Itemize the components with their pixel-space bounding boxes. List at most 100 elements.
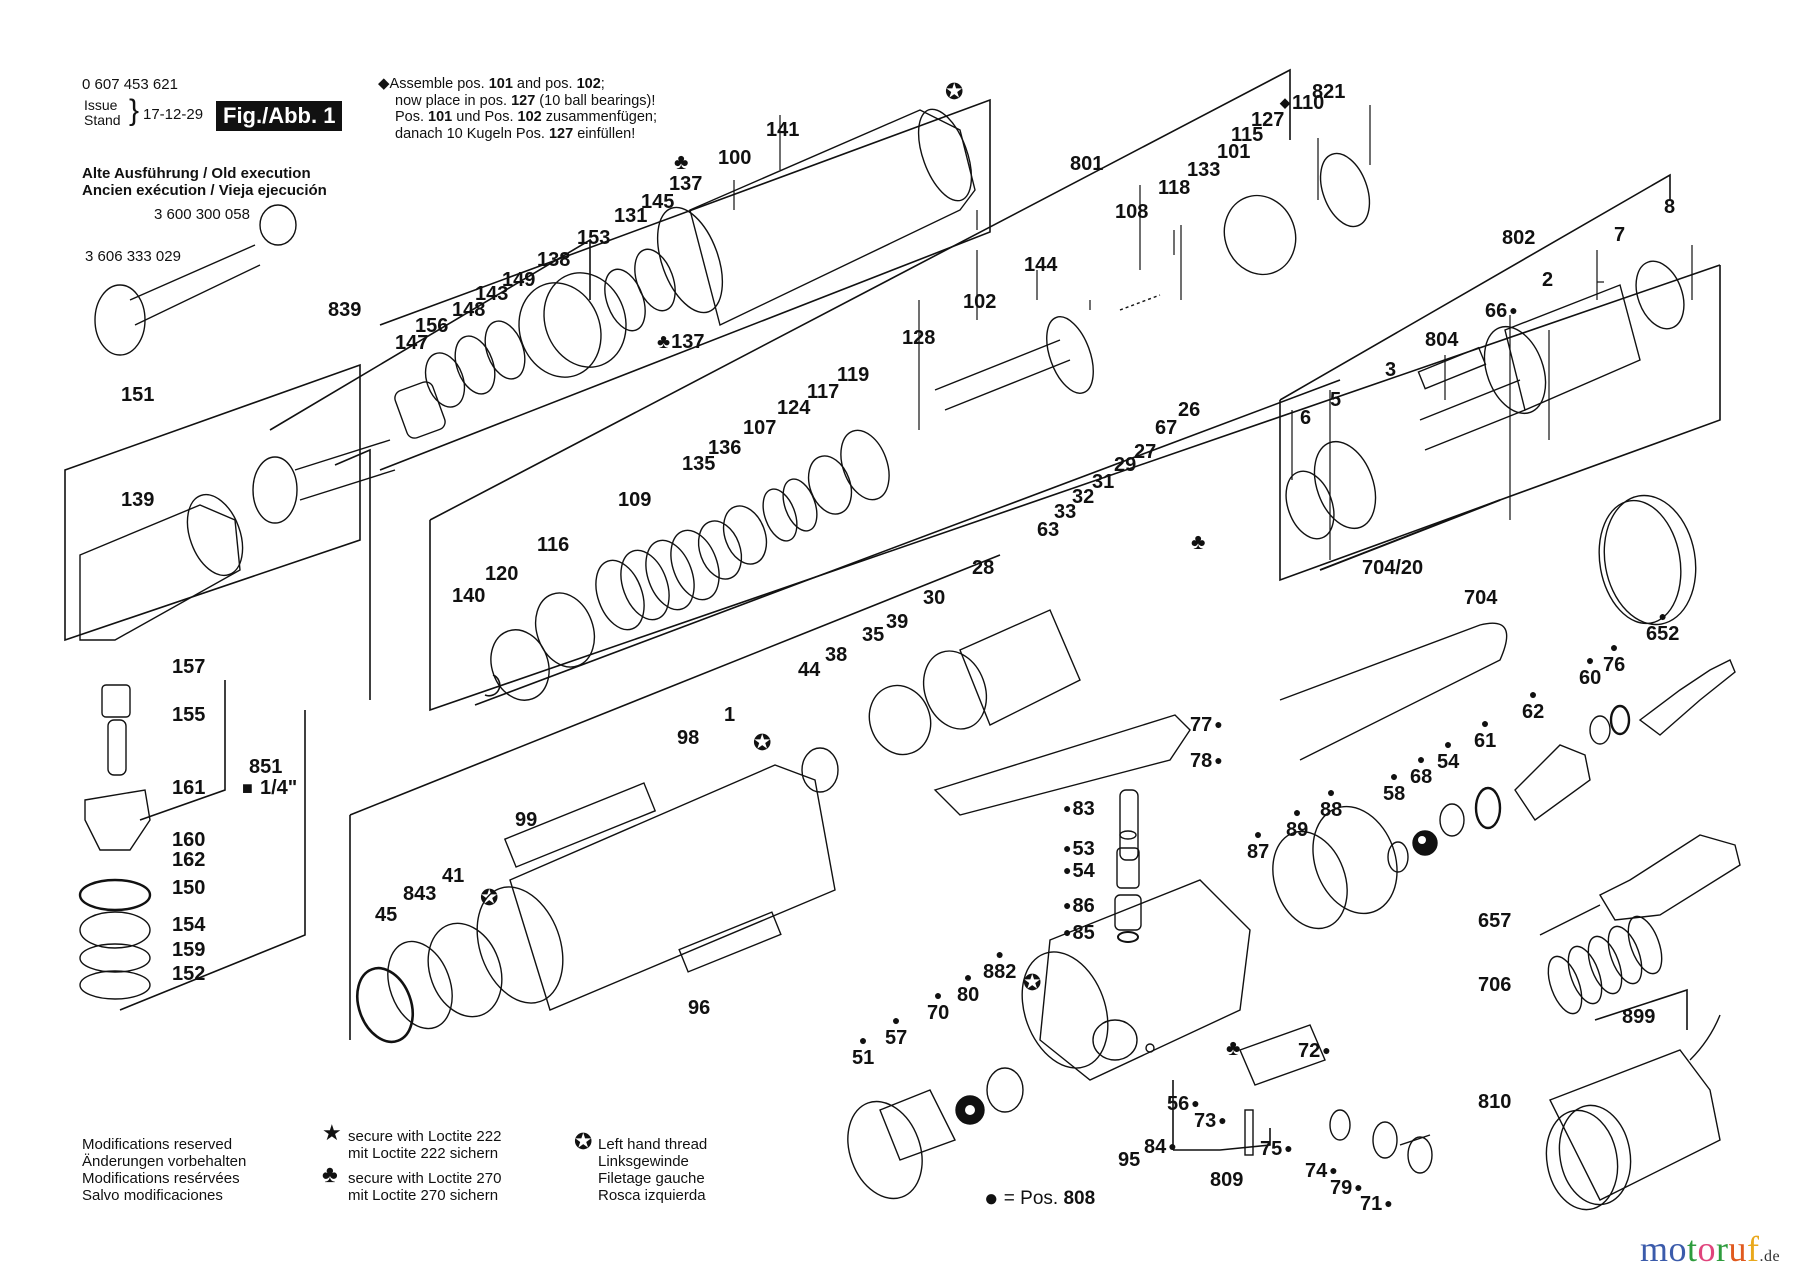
part-label-118: 118: [1158, 177, 1191, 199]
part-label-804: 804: [1425, 329, 1459, 351]
bracket-802: [1279, 173, 1671, 401]
part-label-83: 83: [1063, 798, 1094, 819]
part-label-66: 66: [1485, 300, 1518, 321]
part-label-54: 54: [1063, 860, 1094, 881]
part-label-136: 136: [708, 437, 742, 459]
part-label-145: 145: [641, 191, 675, 213]
legend-loctite-222: ★ secure with Loctite 222 mit Loctite 22…: [322, 1120, 502, 1163]
part-label-57: 57: [885, 1028, 907, 1048]
part-label-6: 6: [1300, 407, 1312, 429]
watermark-logo: motoruf.de: [1640, 1228, 1780, 1270]
part-label-32: 32: [1072, 486, 1095, 508]
loctite-270-icon: ♣: [674, 149, 689, 174]
part-label-140: 140: [452, 585, 486, 607]
assembly-note-line: Pos. 101 und Pos. 102 zusammenfügen;: [395, 109, 658, 125]
part-label-124: 124: [777, 397, 811, 419]
bracket-809: [1173, 1128, 1271, 1151]
part-label-58: 58: [1383, 784, 1405, 804]
part-label-851: 851: [249, 756, 283, 778]
part-label-99: 99: [515, 809, 538, 831]
bracket-899: [1594, 988, 1688, 1030]
part-label-89: 89: [1286, 820, 1308, 840]
part-label-62: 62: [1522, 702, 1544, 722]
part-label-102: 102: [963, 291, 997, 313]
watermark-letter: f: [1747, 1229, 1760, 1269]
part-label-851-drive-size: 1/4": [260, 777, 298, 799]
part-label-5: 5: [1330, 389, 1342, 411]
part-label-80: 80: [957, 985, 979, 1005]
part-shapes: [78, 108, 1741, 1211]
frame-801: [429, 264, 1721, 712]
part-label-45: 45: [375, 904, 398, 926]
bracket-839: [269, 238, 591, 431]
watermark-letter: r: [1716, 1229, 1729, 1269]
part-label-88: 88: [1320, 800, 1342, 820]
part-label-657: 657: [1478, 910, 1512, 932]
part-label-147: 147: [395, 332, 429, 354]
part-label-85: 85: [1063, 922, 1094, 943]
part-label-150: 150: [172, 877, 206, 899]
part-label-100: 100: [718, 147, 752, 169]
part-label-810: 810: [1478, 1091, 1512, 1113]
figure-label: Fig./Abb. 1: [216, 101, 343, 131]
issue-date: 17-12-29: [143, 106, 204, 123]
frame-155: [139, 680, 226, 821]
part-label-801: 801: [1070, 153, 1104, 175]
legend-left-hand-thread: ✪ Left hand thread Linksgewinde Filetage…: [574, 1129, 708, 1205]
part-label-153: 153: [577, 227, 611, 249]
part-label-2: 2: [1542, 269, 1554, 291]
part-label-98: 98: [677, 727, 700, 749]
part-label-137: 137: [669, 173, 703, 195]
old-execution-line2: Ancien exécution / Vieja ejecución: [82, 182, 327, 199]
stand-label: Stand: [84, 112, 121, 128]
frame-lower-body: [349, 554, 1001, 816]
assembly-note: ◆Assemble pos. 101 and pos. 102; now pla…: [378, 75, 658, 142]
part-label-54b: 54: [1437, 752, 1459, 772]
old-part-number-2: 3 606 333 029: [85, 248, 181, 265]
part-label-75: 75: [1260, 1138, 1293, 1159]
club-icon: ♣: [322, 1161, 338, 1188]
frame-839: [334, 448, 371, 700]
part-label-78: 78: [1190, 750, 1223, 771]
part-label-73: 73: [1194, 1110, 1227, 1131]
part-label-67: 67: [1155, 417, 1178, 439]
left-hand-thread-icon: ✪: [1023, 970, 1042, 995]
watermark-letter: o: [1697, 1229, 1717, 1269]
part-label-29: 29: [1114, 454, 1137, 476]
part-label-71: 71: [1360, 1193, 1393, 1214]
part-label-116: 116: [537, 534, 570, 556]
part-label-41: 41: [442, 865, 465, 887]
part-label-154: 154: [172, 914, 206, 936]
part-label-38: 38: [825, 644, 848, 666]
part-label-74: 74: [1305, 1160, 1338, 1181]
legend-modifications: Modifications reserved Änderungen vorbeh…: [82, 1136, 247, 1204]
watermark-letter: t: [1687, 1229, 1698, 1269]
part-label-809: 809: [1210, 1169, 1244, 1191]
watermark-text: motoruf: [1640, 1229, 1760, 1269]
part-label-33: 33: [1054, 501, 1077, 523]
part-label-137-loctite: 137: [657, 332, 704, 352]
part-label-157: 157: [172, 656, 206, 678]
part-label-72: 72: [1298, 1040, 1331, 1061]
part-label-155: 155: [172, 704, 206, 726]
part-label-152: 152: [172, 963, 206, 985]
left-hand-thread-icon: ✪: [480, 885, 499, 910]
part-label-60: 60: [1579, 668, 1601, 688]
legend-loctite-270: ♣ secure with Loctite 270 mit Loctite 27…: [322, 1161, 502, 1205]
part-label-8: 8: [1664, 196, 1676, 218]
part-label-53: 53: [1063, 838, 1094, 859]
part-label-95: 95: [1118, 1149, 1141, 1171]
part-label-159: 159: [172, 939, 206, 961]
part-label-3: 3: [1385, 359, 1397, 381]
part-label-148: 148: [452, 299, 486, 321]
legend-pos-808: ● = Pos. 808: [984, 1185, 1096, 1212]
part-label-77: 77: [1190, 714, 1223, 735]
part-label-143: 143: [475, 283, 509, 305]
part-label-141: 141: [766, 119, 800, 141]
part-label-115: 115: [1231, 124, 1264, 146]
bracket-151: [64, 363, 361, 642]
part-label-882: 882: [983, 962, 1016, 982]
part-label-843: 843: [403, 883, 437, 905]
old-part-number-1: 3 600 300 058: [154, 206, 250, 223]
part-label-1: 1: [724, 704, 736, 726]
